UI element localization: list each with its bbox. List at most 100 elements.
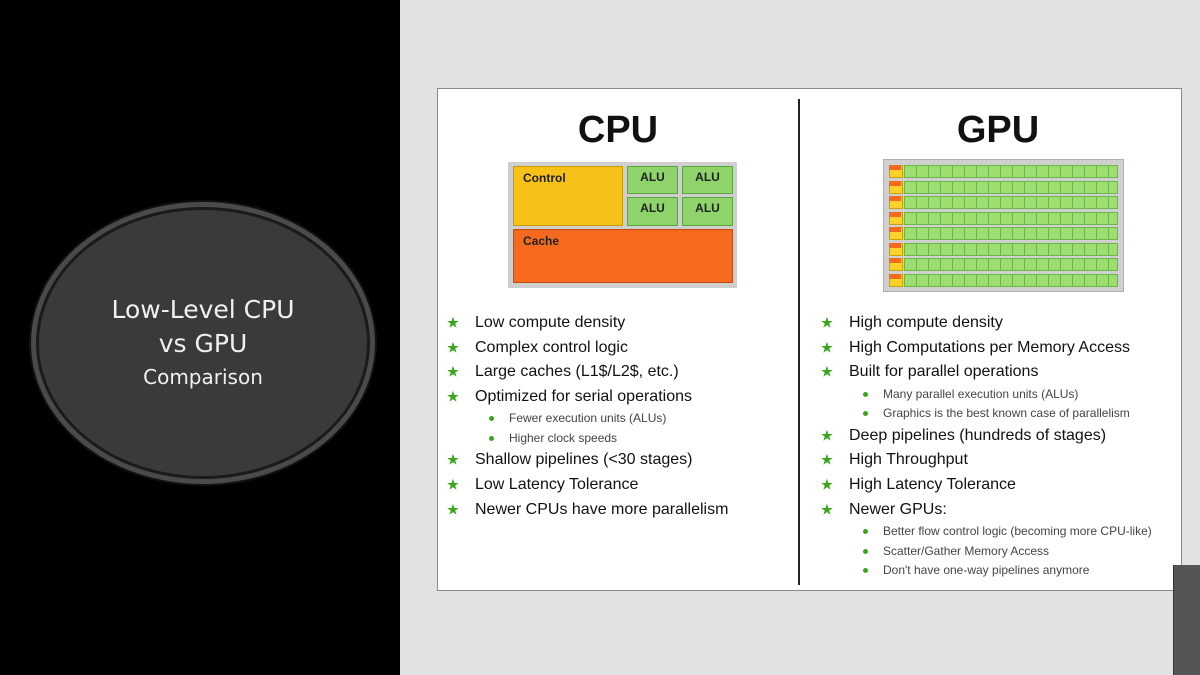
cpu-subpoint: Higher clock speeds [446, 429, 791, 449]
gpu-point: ★High Computations per Memory Access [820, 336, 1180, 361]
alu-block: ALU [682, 166, 733, 194]
star-bullet-icon: ★ [447, 452, 459, 468]
gpu-point-text: Deep pipelines (hundreds of stages) [849, 426, 1107, 444]
alu-block: ALU [682, 197, 733, 226]
cpu-point: ★ Shallow pipelines (<30 stages) [446, 448, 791, 473]
gpu-point-text: Built for parallel operations [849, 363, 1039, 381]
star-bullet-icon: ★ [821, 427, 833, 443]
column-divider [798, 99, 800, 585]
gpu-alu-cells [904, 273, 1118, 287]
gpu-subpoint-text: Graphics is the best known case of paral… [883, 406, 1130, 421]
gpu-subpoint: Graphics is the best known case of paral… [820, 404, 1180, 424]
gpu-points-list: ★High compute density★High Computations … [820, 311, 1180, 581]
cpu-point-text: Low Latency Tolerance [475, 475, 639, 493]
gpu-subpoint-text: Don't have one-way pipelines anymore [883, 563, 1090, 578]
cpu-point: ★ Optimized for serial operations [446, 385, 791, 410]
cpu-subpoint-text: Fewer execution units (ALUs) [509, 411, 667, 426]
cpu-point-text: Low compute density [475, 314, 626, 331]
gpu-cache-cell [889, 242, 901, 248]
dot-bullet-icon [863, 548, 868, 554]
star-bullet-icon: ★ [447, 339, 459, 355]
star-bullet-icon: ★ [821, 476, 833, 492]
gpu-cache-cell [889, 180, 901, 186]
star-bullet-icon: ★ [821, 364, 833, 380]
right-panel: CPU GPU Control ALU ALU ALU ALU Cache ★ L… [400, 0, 1200, 675]
cpu-point: ★ Complex control logic [446, 336, 791, 361]
gpu-cache-cell [889, 196, 901, 201]
gpu-point: ★ High Throughput [820, 448, 1180, 473]
star-bullet-icon: ★ [447, 501, 459, 517]
gpu-alu-cells [904, 196, 1118, 209]
gpu-point-text: High Throughput [849, 451, 968, 469]
title-line-2: vs GPU [158, 329, 248, 358]
gpu-subpoint: Don't have one-way pipelines anymore [820, 561, 1180, 581]
gpu-alu-cells [904, 227, 1118, 240]
star-bullet-icon: ★ [821, 452, 833, 468]
gpu-point: ★ High Latency Tolerance [820, 473, 1180, 498]
scrollbar[interactable] [1173, 565, 1200, 675]
dot-bullet-icon [863, 391, 868, 397]
title-ellipse: Low-Level CPU vs GPU Comparison [36, 207, 370, 479]
title-line-3: Comparison [143, 365, 263, 389]
gpu-core-row [889, 258, 1118, 271]
gpu-core-row [889, 180, 1118, 194]
gpu-point: ★High compute density [820, 311, 1180, 336]
gpu-subpoint-text: Many parallel execution units (ALUs) [883, 386, 1079, 401]
gpu-subpoint: Scatter/Gather Memory Access [820, 542, 1180, 562]
gpu-cache-cell [889, 165, 901, 170]
gpu-core-row [889, 273, 1118, 287]
cpu-point: ★ Large caches (L1$/L2$, etc.) [446, 360, 791, 385]
alu-block: ALU [627, 166, 678, 194]
cpu-heading: CPU [577, 109, 659, 151]
cpu-point-text: Complex control logic [475, 338, 628, 356]
gpu-alu-cells [904, 211, 1118, 225]
cpu-points-list: ★ Low compute density ★ Complex control log… [446, 311, 791, 522]
dot-bullet-icon [863, 411, 868, 417]
gpu-diagram [883, 159, 1124, 292]
gpu-point-text: High Latency Tolerance [849, 475, 1016, 493]
gpu-alu-cells [904, 165, 1118, 178]
star-bullet-icon: ★ [821, 315, 833, 330]
gpu-subpoint-text: Better flow control logic (becoming more… [883, 524, 1152, 539]
gpu-subpoint: Better flow control logic (becoming more… [820, 522, 1180, 542]
gpu-point: ★ Deep pipelines (hundreds of stages) [820, 424, 1180, 449]
cpu-diagram: Control ALU ALU ALU ALU Cache [508, 162, 737, 288]
gpu-cache-cell [889, 273, 901, 279]
dot-bullet-icon [863, 568, 868, 574]
control-block: Control [513, 166, 623, 226]
star-bullet-icon: ★ [447, 476, 459, 492]
cpu-point-text: Newer CPUs have more parallelism [475, 500, 729, 518]
star-bullet-icon: ★ [447, 315, 459, 330]
gpu-point-text: Newer GPUs: [849, 500, 947, 518]
gpu-point: ★ Newer GPUs: [820, 498, 1180, 523]
gpu-subpoint-text: Scatter/Gather Memory Access [883, 543, 1050, 558]
cache-block: Cache [513, 229, 733, 283]
gpu-core-row [889, 227, 1118, 240]
dot-bullet-icon [489, 416, 494, 422]
cpu-point: ★ Low Latency Tolerance [446, 473, 791, 498]
comparison-slide: CPU GPU Control ALU ALU ALU ALU Cache ★ L… [437, 88, 1182, 591]
gpu-cache-cell [889, 258, 901, 263]
cpu-point-text: Large caches (L1$/L2$, etc.) [475, 363, 679, 381]
alu-block: ALU [627, 197, 678, 226]
cpu-point-text: Optimized for serial operations [475, 387, 692, 405]
gpu-alu-cells [904, 258, 1118, 271]
gpu-core-row [889, 211, 1118, 225]
dot-bullet-icon [489, 435, 494, 441]
gpu-core-row [889, 242, 1118, 256]
gpu-subpoint: Many parallel execution units (ALUs) [820, 385, 1180, 405]
gpu-heading: GPU [956, 109, 1040, 151]
star-bullet-icon: ★ [821, 501, 833, 517]
cpu-subpoint: Fewer execution units (ALUs) [446, 409, 791, 429]
cpu-subpoint-text: Higher clock speeds [509, 430, 618, 445]
star-bullet-icon: ★ [821, 339, 833, 355]
cpu-point-text: Shallow pipelines (<30 stages) [475, 451, 693, 469]
cpu-point: ★ Low compute density [446, 311, 791, 336]
star-bullet-icon: ★ [447, 388, 459, 404]
title-line-1: Low-Level CPU [111, 295, 295, 324]
gpu-point: ★ Built for parallel operations [820, 360, 1180, 385]
gpu-core-row [889, 165, 1118, 178]
gpu-core-row [889, 196, 1118, 209]
star-bullet-icon: ★ [447, 364, 459, 380]
cpu-point: ★ Newer CPUs have more parallelism [446, 498, 791, 523]
